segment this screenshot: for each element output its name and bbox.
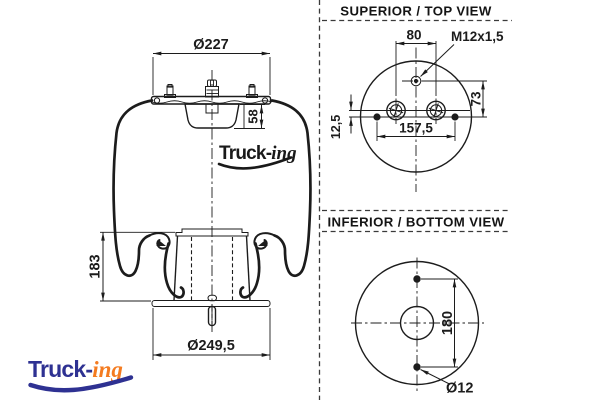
dim-top-diameter: Ø227: [152, 37, 271, 95]
bottom-hole-top: [413, 275, 421, 283]
dim-piston-height: 183: [88, 231, 175, 302]
thread-spec-label: M12x1,5: [451, 29, 504, 44]
piston-top-plate: [175, 228, 249, 237]
reference-point-left: [373, 113, 381, 121]
mounting-stud-right: [246, 84, 258, 98]
dim-stud-spacing: 80: [395, 28, 437, 96]
brand-word1: Truck-: [219, 143, 272, 164]
bottom-stud: [207, 305, 217, 327]
center-thread-hole: [410, 75, 422, 87]
dim-bottom-diameter: Ø249,5: [152, 308, 271, 360]
reference-point-right: [451, 113, 459, 121]
brand-swoosh-color: [28, 375, 134, 393]
dim-label-bolt-spacing: 157,5: [399, 121, 433, 136]
dim-label-hole-spacing: 180: [440, 311, 456, 335]
center-air-fitting: [205, 79, 219, 98]
svg-text:Truck-ing: Truck-ing: [28, 356, 123, 382]
bellows-right-wall: [239, 99, 312, 302]
brand-logo-corner: Truck-ing: [28, 356, 134, 393]
bottom-view-drawing: 180 Ø12: [351, 257, 484, 397]
plate-end-rivet-left: [153, 97, 161, 104]
top-view-title: SUPERIOR / TOP VIEW: [340, 4, 492, 19]
dim-bolt-spacing: 157,5: [376, 121, 456, 141]
side-view: Ø227 58 183 Ø249,5 Truck-ing: [28, 37, 312, 393]
brand-word2-color: ing: [92, 357, 123, 382]
dim-plate-height: 58: [234, 104, 265, 129]
brand-word1-color: Truck-: [28, 356, 92, 382]
bellows-left-wall: [112, 99, 185, 302]
brand-swoosh: [217, 156, 293, 170]
bolt-hole-left: [386, 98, 406, 124]
top-view-drawing: 80 M12x1,5 73 157,5 12,5: [329, 28, 504, 192]
bolt-hole-right: [426, 98, 446, 124]
plate-end-rivet-right: [261, 97, 269, 104]
dim-edge-offset: 12,5: [329, 94, 353, 139]
dim-label-vertical-offset: 73: [469, 91, 484, 107]
internal-bumper-cone: [184, 103, 240, 129]
hole-diameter-callout: Ø12: [420, 369, 473, 397]
dim-label-hole-diameter: Ø12: [446, 381, 473, 397]
bottom-hole-bottom: [413, 363, 421, 371]
dim-label-top-diameter: Ø227: [193, 37, 228, 53]
thread-callout: M12x1,5: [420, 29, 504, 77]
dim-label-plate-height: 58: [246, 109, 261, 123]
dim-vertical-offset: 73: [422, 80, 487, 118]
dim-label-stud-spacing: 80: [406, 28, 421, 43]
bottom-view-title: INFERIOR / BOTTOM VIEW: [327, 215, 504, 230]
bottom-boss: [207, 294, 217, 302]
brand-logo-on-part: Truck-ing: [217, 143, 297, 170]
dim-label-edge-offset: 12,5: [329, 115, 343, 139]
piston: [151, 228, 271, 327]
dim-hole-spacing: 180: [421, 278, 458, 368]
bottom-plate: [151, 300, 271, 307]
dim-label-bottom-diameter: Ø249,5: [187, 338, 235, 354]
dim-label-piston-height: 183: [88, 254, 104, 278]
mounting-stud-left: [164, 84, 176, 98]
